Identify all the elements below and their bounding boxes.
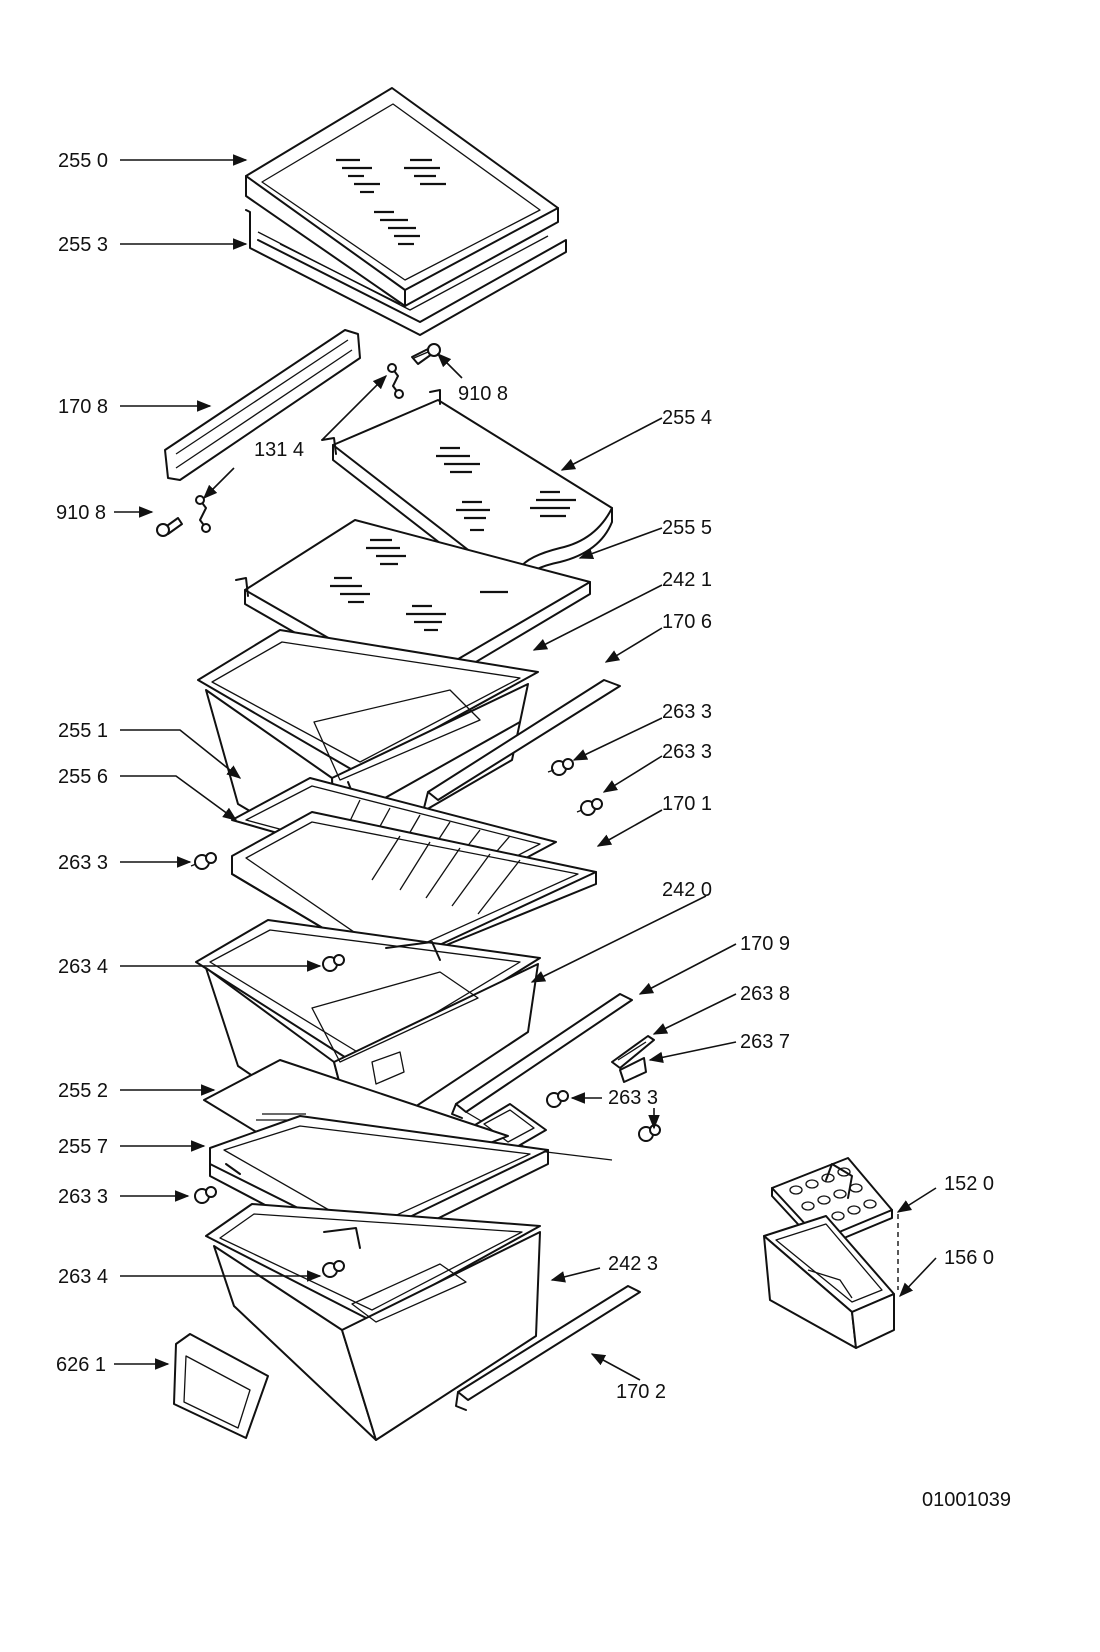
- callout-170-9: 170 9: [740, 933, 790, 955]
- callout-255-3: 255 3: [58, 234, 108, 256]
- leader-lines: [114, 154, 937, 1381]
- callout-242-0: 242 0: [662, 879, 712, 901]
- callout-170-2: 170 2: [616, 1381, 666, 1403]
- callout-170-6: 170 6: [662, 611, 712, 633]
- egg-tray: [771, 1157, 893, 1249]
- slide-bracket: [611, 1035, 655, 1069]
- fastener-c: [190, 852, 217, 870]
- callout-255-7: 255 7: [58, 1136, 108, 1158]
- callout-263-7: 263 7: [740, 1031, 790, 1053]
- fastener-d: [322, 954, 345, 972]
- crisper-cover-frame-bottom: [209, 1115, 549, 1257]
- callout-263-3-d: 263 3: [608, 1087, 658, 1109]
- callout-170-1: 170 1: [662, 793, 712, 815]
- fastener-a: [547, 758, 574, 776]
- callout-910-8-top: 910 8: [458, 383, 508, 405]
- callout-242-1: 242 1: [662, 569, 712, 591]
- screw-top: [411, 343, 441, 365]
- callout-152-0: 152 0: [944, 1173, 994, 1195]
- callout-labels: 255 0 255 3 170 8 910 8 910 8 131 4 255 …: [56, 150, 1011, 1511]
- bottom-crisper-drawer: [205, 1203, 541, 1441]
- callout-263-3-a: 263 3: [662, 701, 712, 723]
- callout-626-1: 626 1: [56, 1354, 106, 1376]
- screw-bottom: [156, 517, 183, 537]
- callout-255-6: 255 6: [58, 766, 108, 788]
- fastener-h: [322, 1260, 345, 1278]
- callout-910-8-bottom: 910 8: [56, 502, 106, 524]
- callout-263-4-a: 263 4: [58, 956, 108, 978]
- callout-255-0: 255 0: [58, 150, 108, 172]
- fastener-g: [194, 1186, 217, 1204]
- callout-255-2: 255 2: [58, 1080, 108, 1102]
- callout-263-3-c: 263 3: [58, 852, 108, 874]
- callout-156-0: 156 0: [944, 1247, 994, 1269]
- fastener-e: [546, 1090, 569, 1108]
- bottom-drawer-rail: [455, 1285, 641, 1411]
- callout-255-1: 255 1: [58, 720, 108, 742]
- callout-255-4: 255 4: [662, 407, 712, 429]
- label-panel: [173, 1333, 269, 1439]
- callout-263-8: 263 8: [740, 983, 790, 1005]
- left-rail: [164, 329, 361, 481]
- callout-263-3-e: 263 3: [58, 1186, 108, 1208]
- callout-263-3-b: 263 3: [662, 741, 712, 763]
- bracket-top: [387, 363, 404, 399]
- storage-bin: [763, 1214, 899, 1349]
- top-shelf-frame: [245, 209, 567, 336]
- callout-170-8: 170 8: [58, 396, 108, 418]
- callout-255-5: 255 5: [662, 517, 712, 539]
- callout-242-3: 242 3: [608, 1253, 658, 1275]
- callout-131-4: 131 4: [254, 439, 304, 461]
- crisper-cover-frame-lower: [231, 811, 597, 969]
- fastener-b: [576, 798, 603, 816]
- slide-clip: [619, 1057, 647, 1083]
- callout-263-4-b: 263 4: [58, 1266, 108, 1288]
- top-glass-shelf: [245, 87, 559, 307]
- bracket-bottom: [195, 495, 211, 533]
- drawing-id-code: 01001039: [922, 1489, 1011, 1511]
- fastener-f: [638, 1124, 661, 1142]
